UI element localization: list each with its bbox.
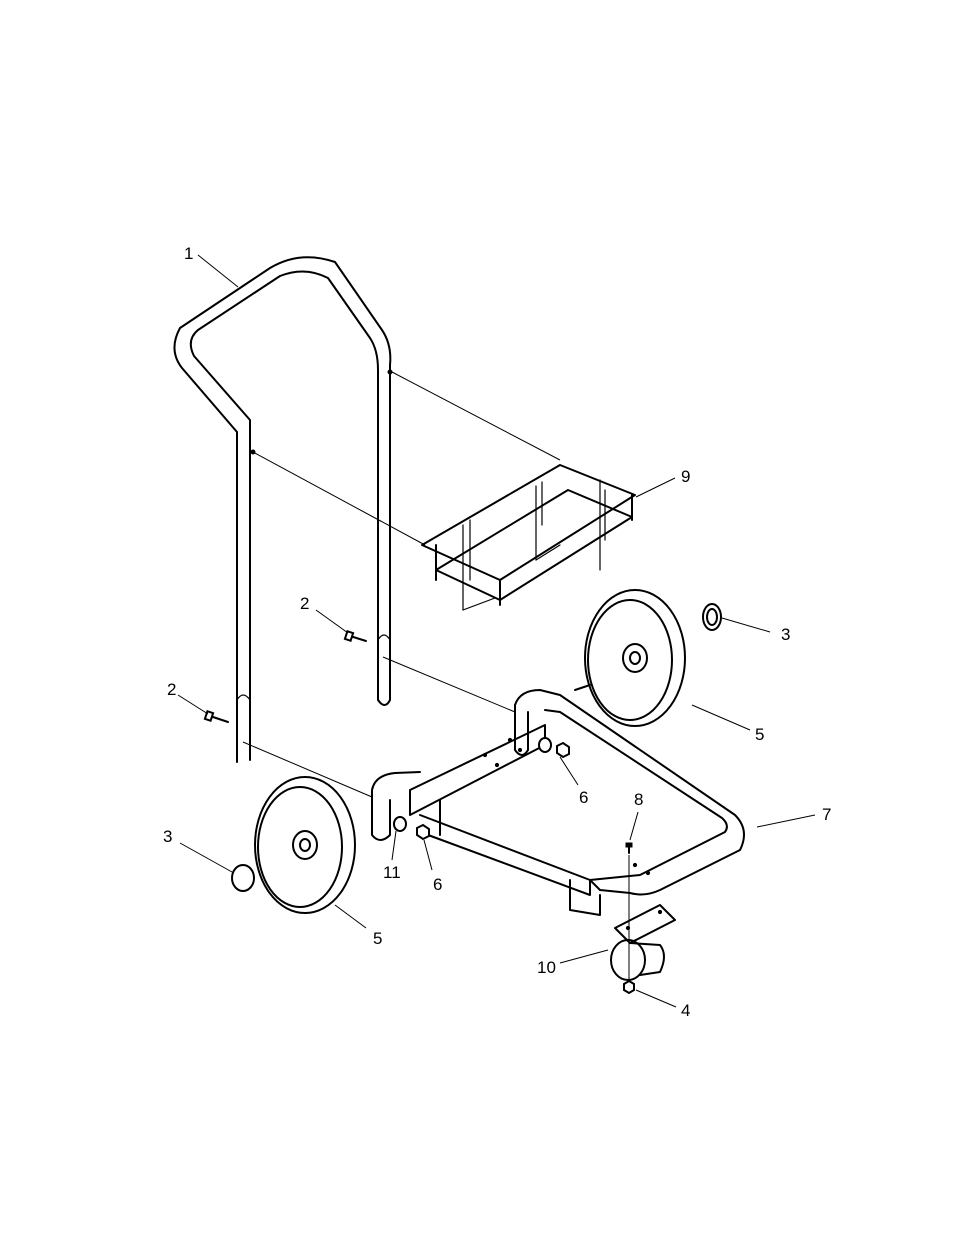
callout-11: 11 bbox=[383, 863, 401, 882]
wire-basket-part bbox=[422, 465, 635, 610]
callout-5-right: 5 bbox=[755, 725, 764, 744]
callout-2-upper: 2 bbox=[300, 594, 309, 613]
callout-3-left: 3 bbox=[163, 827, 172, 846]
left-hubcap-part bbox=[232, 865, 254, 891]
washer-left-part bbox=[394, 817, 406, 831]
nut-right-part bbox=[557, 743, 569, 757]
callout-3-right: 3 bbox=[781, 625, 790, 644]
callout-6-left: 6 bbox=[433, 875, 442, 894]
washer-right-part bbox=[539, 738, 551, 752]
right-retainer-part bbox=[703, 604, 721, 630]
right-wheel-part bbox=[575, 590, 685, 726]
callout-9: 9 bbox=[681, 467, 690, 486]
caster-part bbox=[611, 905, 675, 980]
caster-nut-part bbox=[624, 981, 634, 993]
screw-part bbox=[626, 843, 632, 853]
left-wheel-part bbox=[255, 777, 355, 913]
nut-left-part bbox=[417, 825, 429, 839]
callout-5-left: 5 bbox=[373, 929, 382, 948]
callout-6-right: 6 bbox=[579, 788, 588, 807]
bolt-lower-part bbox=[205, 711, 228, 722]
callout-2-lower: 2 bbox=[167, 680, 176, 699]
callout-7: 7 bbox=[822, 805, 831, 824]
callout-8: 8 bbox=[634, 790, 643, 809]
base-frame-part bbox=[372, 690, 744, 915]
callout-1: 1 bbox=[184, 244, 193, 263]
callout-4: 4 bbox=[681, 1001, 690, 1020]
callout-10: 10 bbox=[537, 958, 556, 977]
